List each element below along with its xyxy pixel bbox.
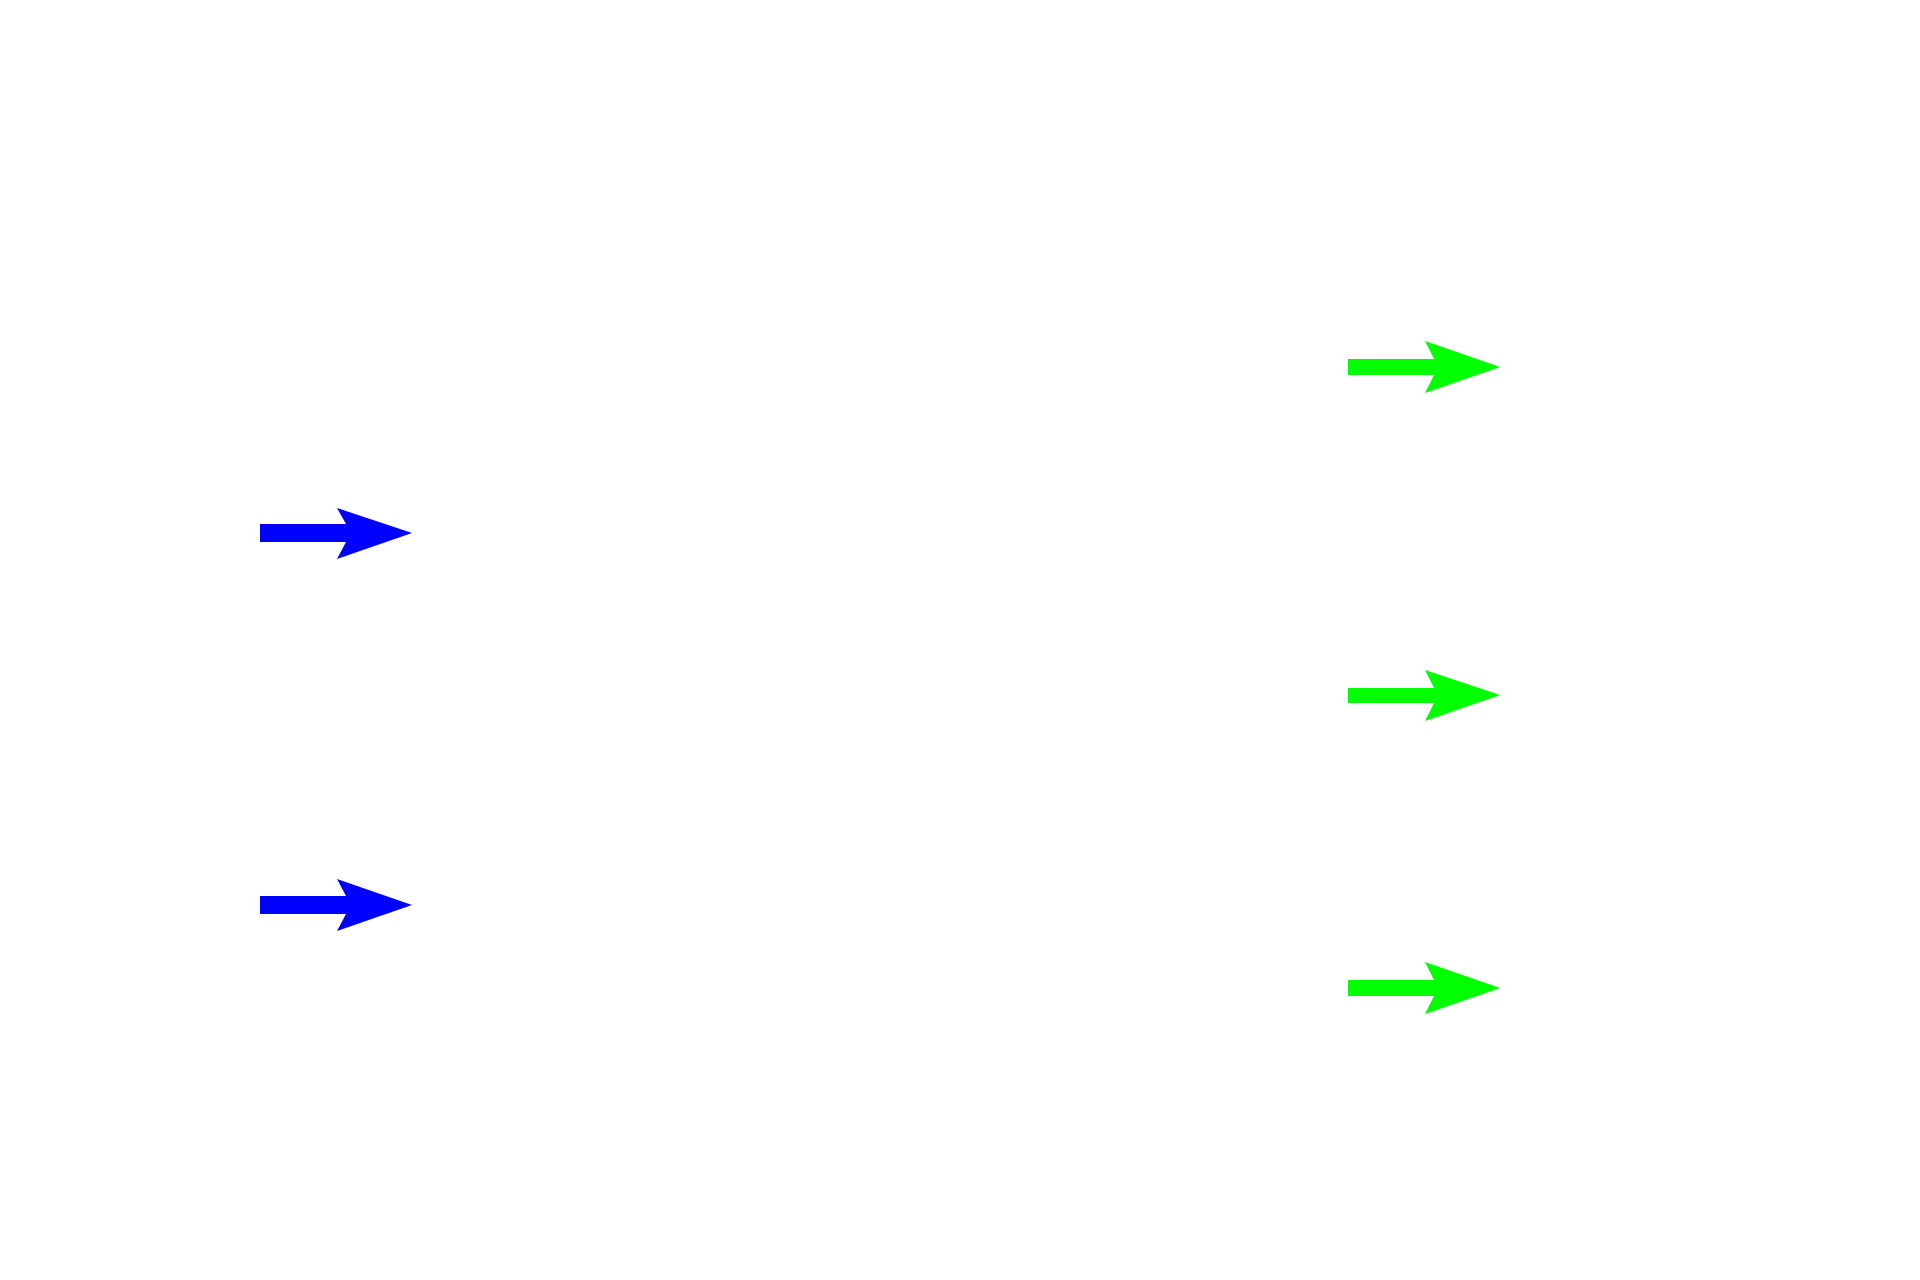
blue-arrow-upper <box>260 508 412 559</box>
green-arrow-bottom <box>1348 962 1500 1014</box>
blue-arrow-lower <box>260 879 412 931</box>
green-arrow-middle <box>1348 670 1500 721</box>
blue-arrow-group <box>260 508 412 931</box>
green-arrow-top <box>1348 341 1500 393</box>
green-arrow-group <box>1348 341 1500 1014</box>
